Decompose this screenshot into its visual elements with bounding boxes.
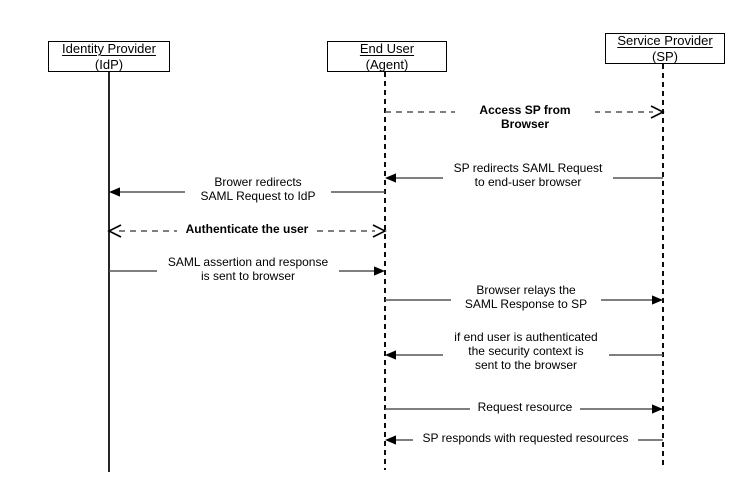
message-label-sp-responds-with-requested-resources: SP responds with requested resources — [413, 431, 638, 446]
message-label-request-resource: Request resource — [470, 400, 580, 415]
arrowhead-security-context-sent-to-browser — [385, 350, 396, 360]
arrowhead-authenticate-the-user — [372, 224, 387, 238]
actor-title-service-provider: Service Provider — [617, 33, 713, 49]
message-label-saml-assertion-and-response: SAML assertion and response is sent to b… — [157, 255, 339, 284]
arrowhead-browser-redirects-saml-request-to-idp — [109, 187, 120, 197]
actor-subtitle-identity-provider: (IdP) — [94, 56, 124, 72]
message-label-sp-redirects-saml-request: SP redirects SAML Request to end-user br… — [443, 161, 613, 190]
actor-box-identity-provider[interactable]: Identity Provider(IdP) — [48, 41, 170, 72]
message-label-browser-relays-saml-response: Browser relays the SAML Response to SP — [451, 283, 601, 312]
actor-title-identity-provider: Identity Provider — [62, 41, 156, 57]
actor-title-end-user-agent: End User — [359, 41, 415, 57]
actor-box-service-provider[interactable]: Service Provider(SP) — [605, 33, 725, 64]
arrowhead-request-resource — [652, 404, 663, 414]
message-label-authenticate-the-user: Authenticate the user — [177, 222, 317, 237]
arrowhead-access-sp-from-browser — [650, 105, 665, 119]
message-label-security-context-sent-to-browser: if end user is authenticated the securit… — [443, 330, 609, 373]
arrowhead-authenticate-the-user — [107, 224, 122, 238]
arrowhead-sp-redirects-saml-request — [385, 173, 396, 183]
arrowhead-browser-relays-saml-response — [652, 295, 663, 305]
actor-subtitle-end-user-agent: (Agent) — [365, 56, 409, 72]
message-label-browser-redirects-saml-request-to-idp: Brower redirects SAML Request to IdP — [185, 175, 331, 204]
arrowhead-sp-responds-with-requested-resources — [385, 435, 396, 445]
message-label-access-sp-from-browser: Access SP from Browser — [455, 103, 595, 132]
actor-box-end-user-agent[interactable]: End User(Agent) — [327, 41, 447, 72]
actor-subtitle-service-provider: (SP) — [652, 48, 678, 64]
arrowhead-saml-assertion-and-response — [374, 266, 385, 276]
